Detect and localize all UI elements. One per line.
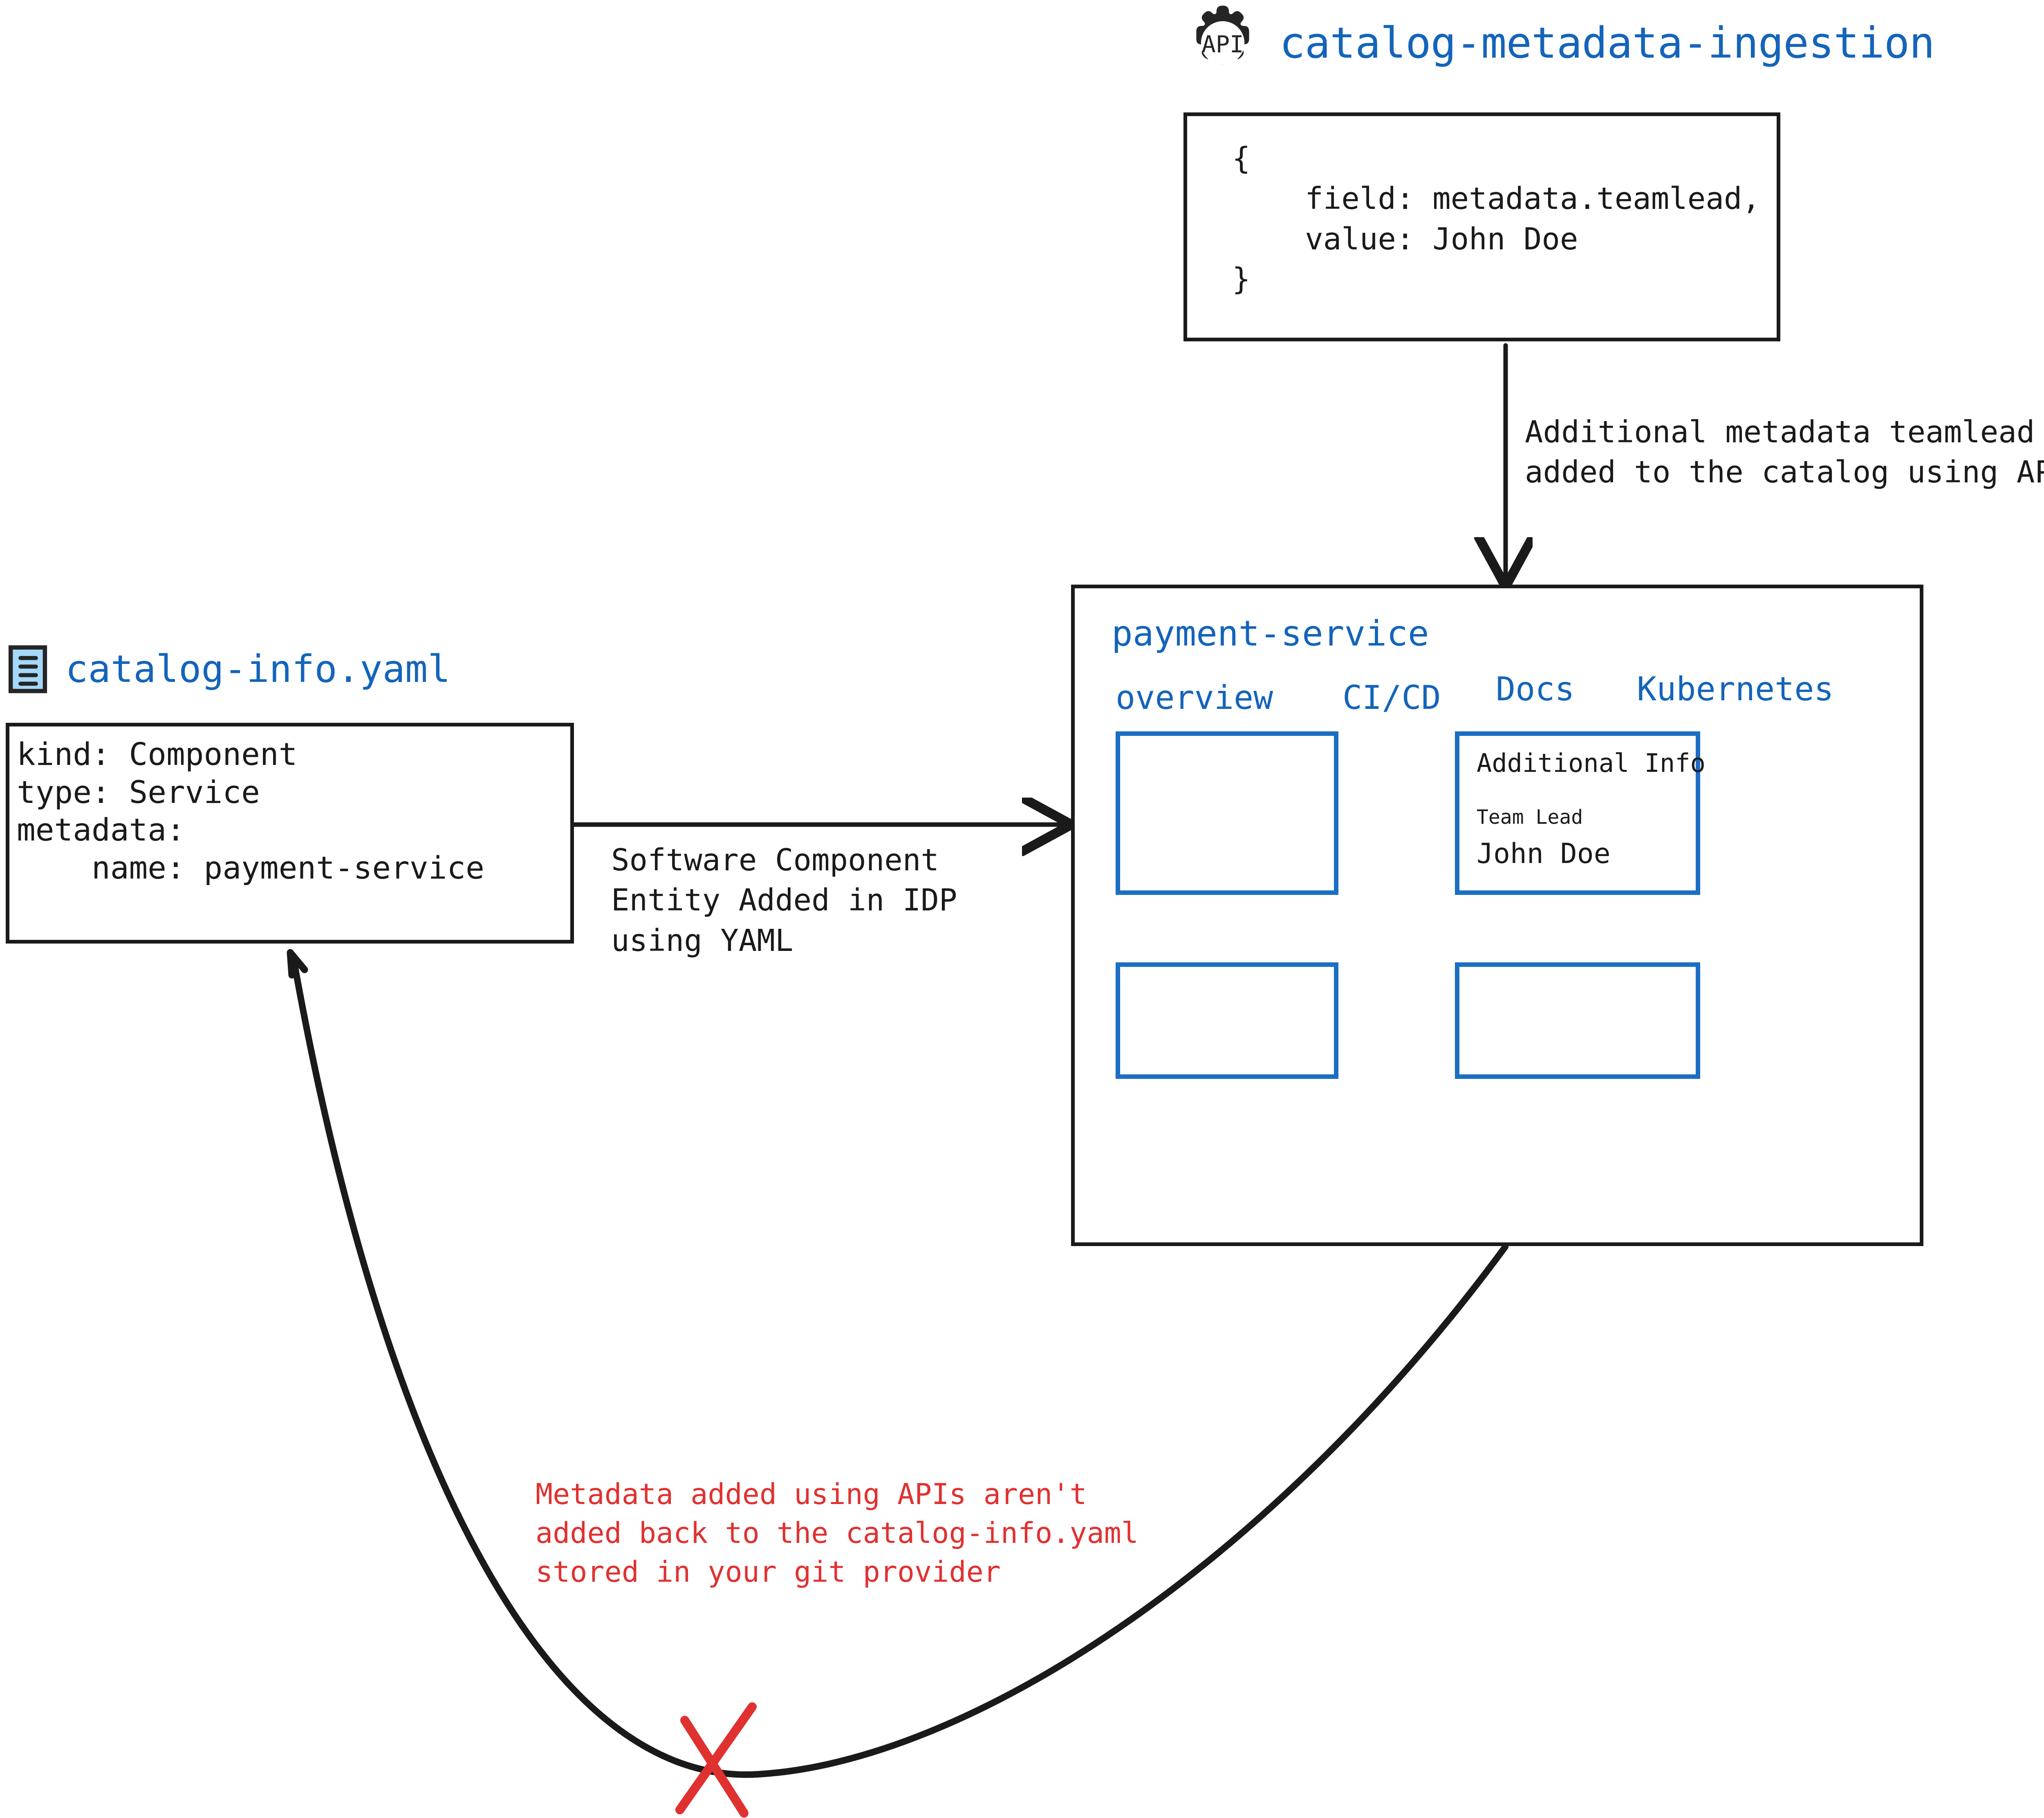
edge-panel-to-yaml-arrowhead [287,949,308,979]
team-lead-label: Team Lead [1477,806,1583,829]
tab-cicd[interactable]: CI/CD [1342,679,1441,717]
api-source-title: catalog-metadata-ingestion [1280,18,1935,68]
yaml-file-icon [8,645,47,693]
api-payload-code: { field: metadata.teamlead, value: John … [1232,141,1761,297]
additional-info-title: Additional Info [1477,748,1706,778]
tab-docs[interactable]: Docs [1496,670,1575,708]
overview-widget [1116,731,1338,895]
tab-overview[interactable]: overview [1116,679,1273,717]
edge-label-api-to-panel: Additional metadata teamlead added to th… [1525,415,2044,490]
yaml-source-header: catalog-info.yaml [8,645,450,693]
tab-kubernetes[interactable]: Kubernetes [1637,670,1834,708]
yaml-content-code: kind: Component type: Service metadata: … [17,736,484,886]
warning-note: Metadata added using APIs aren't added b… [536,1477,1139,1589]
api-source-header: API catalog-metadata-ingestion [1184,4,1935,82]
bottom-left-widget [1116,962,1338,1079]
yaml-content-box: kind: Component type: Service metadata: … [6,723,574,944]
red-x-mark [675,1702,757,1818]
additional-info-widget: Additional Info Team Lead John Doe [1455,731,1706,895]
service-panel: payment-service overview CI/CD Docs Kube… [1071,585,1923,1246]
api-payload-box: { field: metadata.teamlead, value: John … [1183,112,1780,341]
team-lead-value: John Doe [1477,838,1611,870]
api-icon-label: API [1202,31,1244,58]
edge-label-yaml-to-panel: Software Component Entity Added in IDP u… [611,843,957,958]
bottom-right-widget [1455,962,1700,1079]
api-gear-icon: API [1196,5,1249,65]
service-panel-title: payment-service [1112,613,1429,654]
yaml-source-title: catalog-info.yaml [65,647,450,691]
